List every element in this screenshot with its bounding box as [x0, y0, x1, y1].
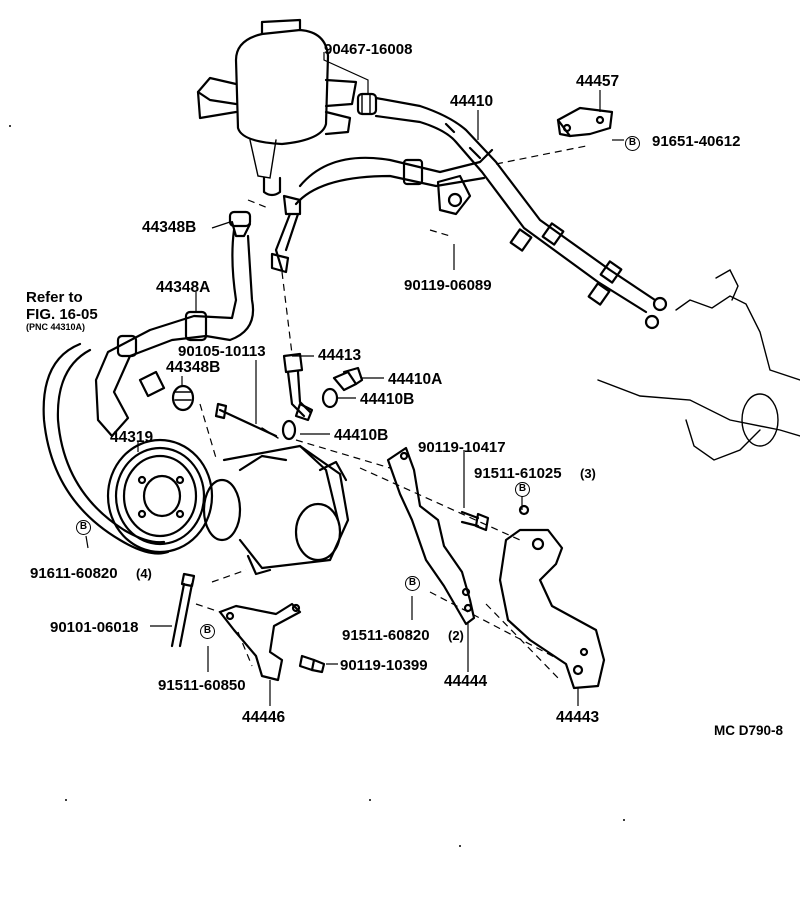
suction-hose — [94, 220, 255, 438]
label-44348b-mid: 44348B — [166, 359, 221, 376]
scan-dots — [9, 125, 625, 847]
leader-lines — [85, 52, 624, 706]
assembly-lines — [195, 145, 587, 681]
label-91511-60820: 91511-60820 — [342, 627, 430, 644]
long-bolt-90101 — [170, 572, 196, 648]
label-44348b-top: 44348B — [142, 219, 197, 236]
bolt-90119-10399 — [298, 654, 326, 674]
bolt-mark-b: B — [625, 136, 640, 151]
label-90119-10417: 90119-10417 — [418, 439, 506, 456]
label-91511-61025-qty: (3) — [580, 466, 596, 481]
power-steering-pump — [202, 444, 350, 576]
hose-clamp-left — [228, 210, 252, 228]
label-91511-60850: 91511-60850 — [158, 677, 246, 694]
pump-pulley — [106, 438, 214, 554]
bracket-44446 — [218, 602, 302, 682]
label-44443: 44443 — [556, 709, 600, 726]
steering-gear-housing — [597, 269, 800, 461]
hose-clamp-mid — [171, 384, 195, 412]
hose-clamp-top — [356, 92, 378, 116]
label-44457: 44457 — [576, 73, 620, 90]
label-91651-40612: 91651-40612 — [652, 133, 741, 150]
label-44410b-lower: 44410B — [334, 427, 389, 444]
return-hose — [374, 96, 668, 330]
label-90467-16008: 90467-16008 — [324, 41, 413, 58]
bolt-mark-b: B — [405, 576, 420, 591]
diagram-code: MC D790-8 — [714, 723, 784, 738]
label-pnc-ref: (PNC 44310A) — [26, 322, 86, 332]
label-91511-60820-qty: (2) — [448, 628, 464, 643]
label-44444: 44444 — [444, 673, 488, 690]
label-90105-10113: 90105-10113 — [178, 343, 266, 360]
pressure-tube — [281, 271, 314, 422]
bracket-44444 — [386, 446, 476, 626]
pressure-hose — [270, 148, 494, 274]
bolt-mark-b: B — [76, 520, 91, 535]
bolt-90119-10417 — [460, 510, 490, 532]
label-refer-to: Refer to — [26, 289, 83, 306]
label-91611-60820: 91611-60820 — [30, 565, 118, 582]
label-44348a: 44348A — [156, 279, 211, 296]
label-44413: 44413 — [318, 347, 362, 364]
label-91611-60820-qty: (4) — [136, 566, 152, 581]
label-91511-61025: 91511-61025 — [474, 465, 562, 482]
label-44410b-upper: 44410B — [360, 391, 415, 408]
label-figure-ref: FIG. 16-05 — [26, 306, 98, 323]
label-44410: 44410 — [450, 93, 494, 110]
bolt-mark-b: B — [200, 624, 215, 639]
label-90119-10399: 90119-10399 — [340, 657, 428, 674]
bolt-mark-b: B — [515, 482, 530, 497]
label-44319: 44319 — [110, 429, 154, 446]
label-44410a: 44410A — [388, 371, 443, 388]
pump-bolt — [214, 402, 279, 439]
bracket-44457 — [556, 106, 614, 138]
bracket-44443 — [498, 504, 606, 690]
label-90119-06089: 90119-06089 — [404, 277, 492, 294]
label-44446: 44446 — [242, 709, 286, 726]
reservoir-tank — [196, 18, 358, 197]
label-90101-06018: 90101-06018 — [50, 619, 139, 636]
